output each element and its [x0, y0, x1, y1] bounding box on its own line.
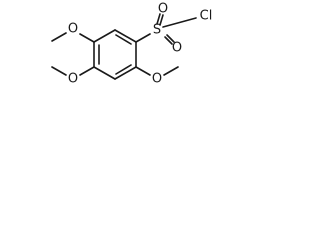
ring-bond-c4-c5	[93, 66, 116, 80]
methoxy-group-top-left: O	[51, 22, 95, 43]
ring-double-bond-c1-c2	[115, 34, 132, 45]
bond-sulfur-oxygen-upper-a	[156, 13, 161, 25]
bond-methoxy-o-to-methyl-bottom-right	[163, 66, 179, 76]
ring-bond-c3-c4	[114, 66, 137, 80]
ring-double-bond-c3-c4	[115, 64, 132, 75]
benzene-ring	[93, 29, 137, 80]
bond-methoxy-o-to-methyl-top-left	[51, 32, 67, 42]
bond-ring-to-sulfur	[135, 33, 151, 43]
methoxy-oxygen-left-label: O	[68, 72, 78, 87]
sulfonyl-chloride-group: S O O Cl	[135, 2, 213, 56]
methoxy-oxygen-top-left-label: O	[68, 22, 78, 37]
chlorine-atom-label: Cl	[200, 9, 213, 24]
sulfur-atom-label: S	[153, 23, 161, 38]
oxygen-upper-label: O	[158, 2, 168, 17]
ring-bond-c6-c1	[93, 29, 116, 43]
bond-ring-to-methoxy-o-left	[79, 66, 95, 76]
bond-ring-to-methoxy-o-bottom-right	[135, 66, 151, 76]
chemical-structure: S O O Cl O O O	[51, 2, 213, 87]
bond-ring-to-methoxy-o-top-left	[79, 33, 95, 43]
ring-bond-c1-c2	[114, 29, 137, 43]
methoxy-group-left: O	[51, 66, 95, 87]
methoxy-group-bottom-right: O	[135, 66, 179, 87]
bond-sulfur-oxygen-lower-b	[166, 34, 175, 43]
bond-sulfur-chlorine	[162, 17, 197, 28]
bond-methoxy-o-to-methyl-left	[51, 66, 67, 76]
bond-sulfur-oxygen-upper-b	[159, 14, 164, 26]
oxygen-lower-label: O	[172, 41, 182, 56]
methoxy-oxygen-bottom-right-label: O	[152, 72, 162, 87]
bond-sulfur-oxygen-lower-a	[164, 36, 173, 45]
